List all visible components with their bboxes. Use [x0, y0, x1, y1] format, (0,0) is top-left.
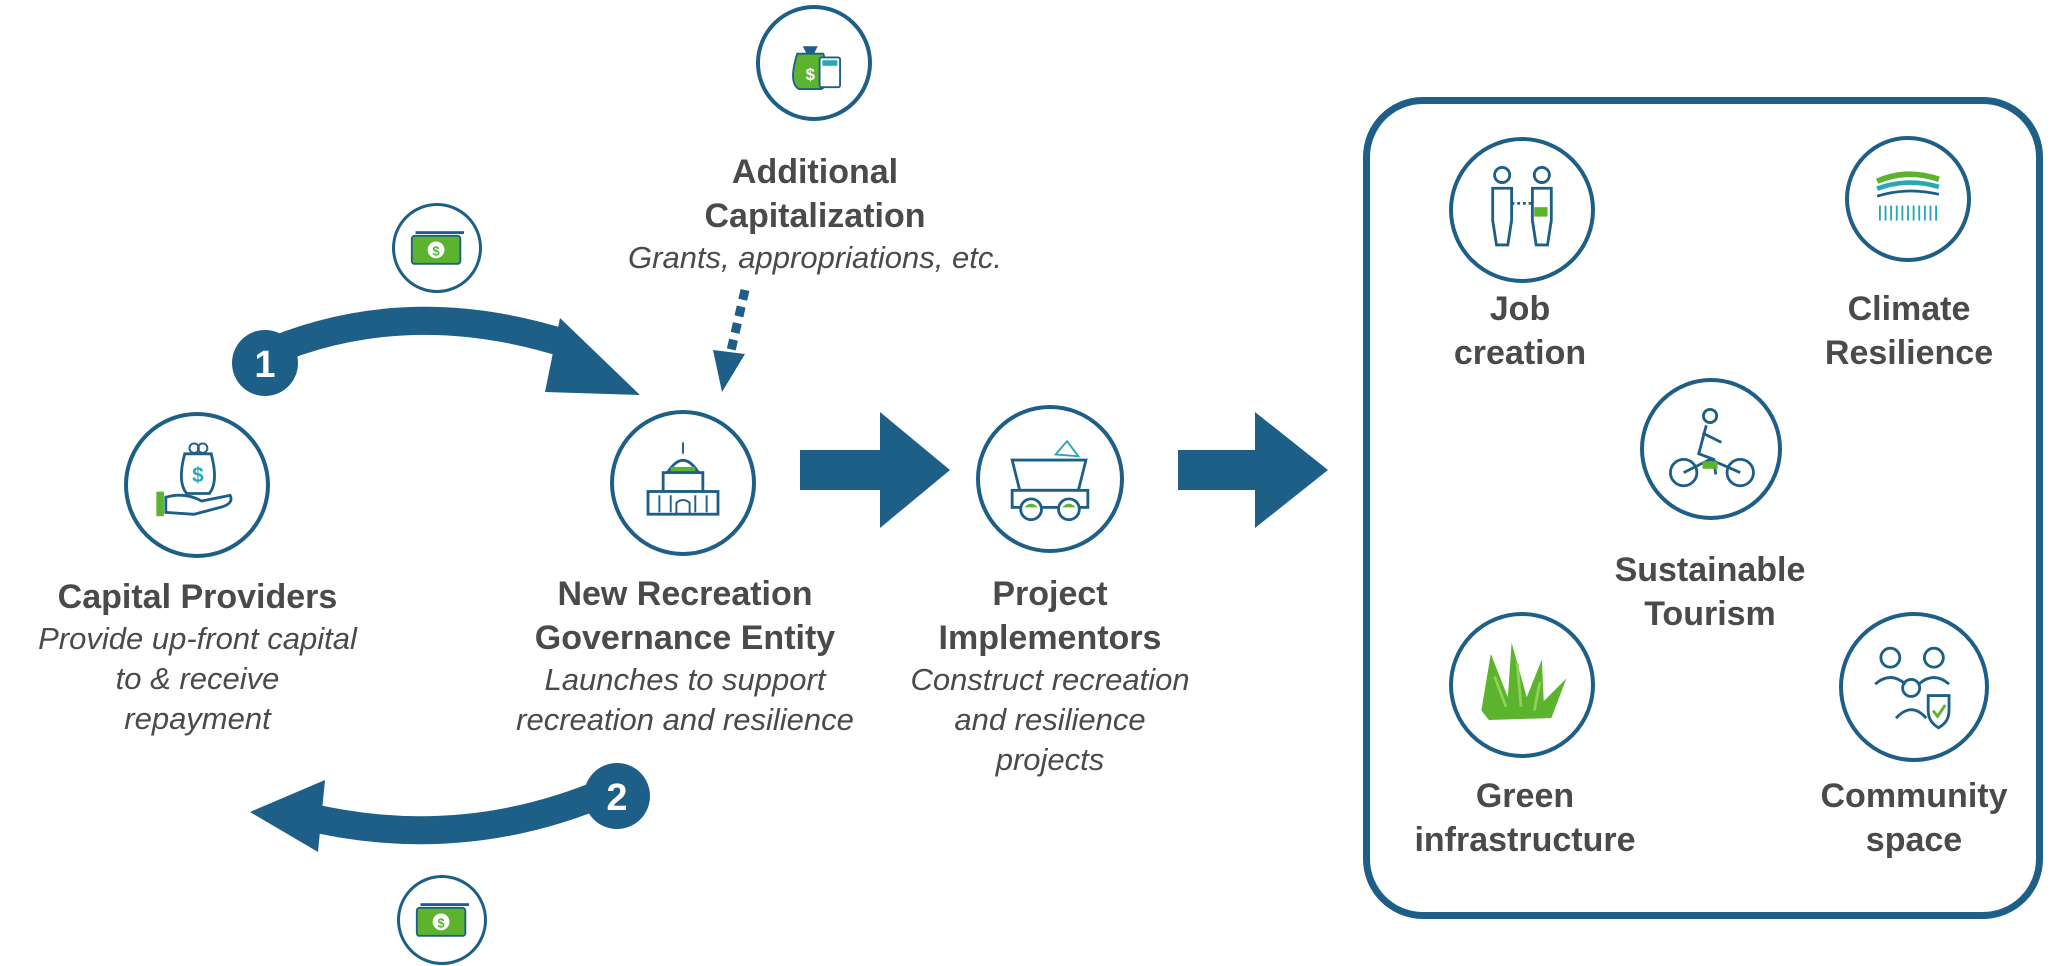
capital-providers-desc-1: Provide up-front capital	[38, 621, 357, 656]
implementors-title-2: Implementors	[938, 619, 1162, 657]
additional-capitalization-title-1: Additional	[731, 153, 899, 191]
outcome-green-infrastructure: Green infrastructure	[1395, 774, 1655, 862]
svg-text:$: $	[437, 915, 445, 930]
outcome-sustainable-tourism: Sustainable Tourism	[1590, 548, 1830, 636]
governance-title-1: New Recreation	[557, 575, 813, 613]
svg-text:$: $	[432, 243, 440, 258]
outcomes-panel	[1363, 97, 2043, 919]
climate-waves-icon	[1845, 136, 1971, 262]
outcome-climate-resilience: Climate Resilience	[1800, 287, 2018, 375]
capital-providers-desc-2: to & receive	[115, 661, 280, 696]
additional-capitalization-subtitle: Grants, appropriations, etc.	[628, 240, 1002, 275]
curve-top-arrowhead	[545, 318, 640, 395]
repayment-curve-bottom	[296, 777, 616, 845]
outcome-community-space: Community space	[1800, 774, 2028, 862]
step-1-circle	[232, 330, 298, 396]
step-2-number: 2	[606, 777, 627, 819]
capital-providers-title: Capital Providers	[57, 578, 338, 616]
capital-providers-label: Capital Providers Provide up-front capit…	[0, 575, 395, 739]
outcome-job-creation-line1: Job	[1489, 290, 1551, 328]
governance-title-2: Governance Entity	[534, 619, 836, 657]
outcome-job-creation-line2: creation	[1453, 334, 1587, 372]
implementors-label: Project Implementors Construct recreatio…	[880, 572, 1220, 780]
capitol-building-icon	[610, 410, 756, 556]
arrow-to-implementors-head	[880, 412, 950, 528]
grass-icon	[1449, 612, 1595, 758]
governance-desc-2: recreation and resilience	[516, 702, 854, 737]
svg-text:$: $	[806, 65, 816, 84]
outcome-sustainable-tourism-line1: Sustainable	[1614, 551, 1806, 589]
step-2-circle	[584, 763, 650, 829]
additional-capitalization-label: Additional Capitalization Grants, approp…	[560, 150, 1070, 278]
dotted-arrowhead	[713, 350, 745, 392]
governance-label: New Recreation Governance Entity Launche…	[480, 572, 890, 740]
svg-text:$: $	[192, 464, 204, 487]
repayment-curve-top	[246, 306, 575, 373]
arrow-to-outcomes-shaft	[1178, 450, 1258, 490]
outcome-community-space-line2: space	[1865, 821, 1963, 859]
handshake-people-icon	[1449, 137, 1595, 283]
cash-bill-icon: $	[392, 203, 482, 293]
outcome-job-creation: Job creation	[1420, 287, 1620, 375]
arrow-to-implementors-shaft	[800, 450, 890, 490]
additional-capitalization-title-2: Capitalization	[704, 197, 926, 235]
outcome-climate-resilience-line2: Resilience	[1824, 334, 1994, 372]
outcome-climate-resilience-line1: Climate	[1847, 290, 1971, 328]
implementors-desc-1: Construct recreation	[910, 662, 1190, 697]
capital-providers-desc-3: repayment	[124, 701, 271, 736]
dump-truck-icon	[976, 405, 1124, 553]
implementors-desc-3: projects	[995, 742, 1105, 777]
curve-bottom-arrowhead	[250, 780, 325, 852]
implementors-desc-2: and resilience	[954, 702, 1146, 737]
additional-capital-dotted-line	[725, 288, 750, 357]
cash-bill-icon: $	[397, 875, 487, 965]
outcome-sustainable-tourism-line2: Tourism	[1644, 595, 1776, 633]
step-1-number: 1	[254, 344, 275, 386]
implementors-title-1: Project	[992, 575, 1108, 613]
community-shield-icon	[1839, 612, 1989, 762]
money-bag-calculator-icon: $	[756, 5, 872, 121]
hand-money-bag-icon: $	[124, 412, 270, 558]
outcome-community-space-line1: Community	[1820, 777, 2008, 815]
arrow-to-outcomes-head	[1255, 412, 1328, 528]
outcome-green-infrastructure-line2: infrastructure	[1414, 821, 1636, 859]
cyclist-icon	[1640, 378, 1782, 520]
governance-desc-1: Launches to support	[544, 662, 826, 697]
outcome-green-infrastructure-line1: Green	[1475, 777, 1575, 815]
